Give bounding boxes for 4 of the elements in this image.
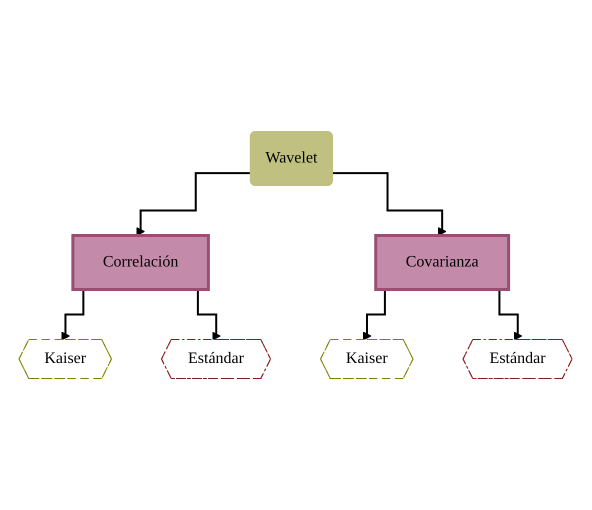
arrow (136, 172, 252, 236)
arrow (333, 172, 448, 236)
node-box: Correlación (72, 234, 210, 291)
node-box: Covarianza (374, 234, 511, 291)
